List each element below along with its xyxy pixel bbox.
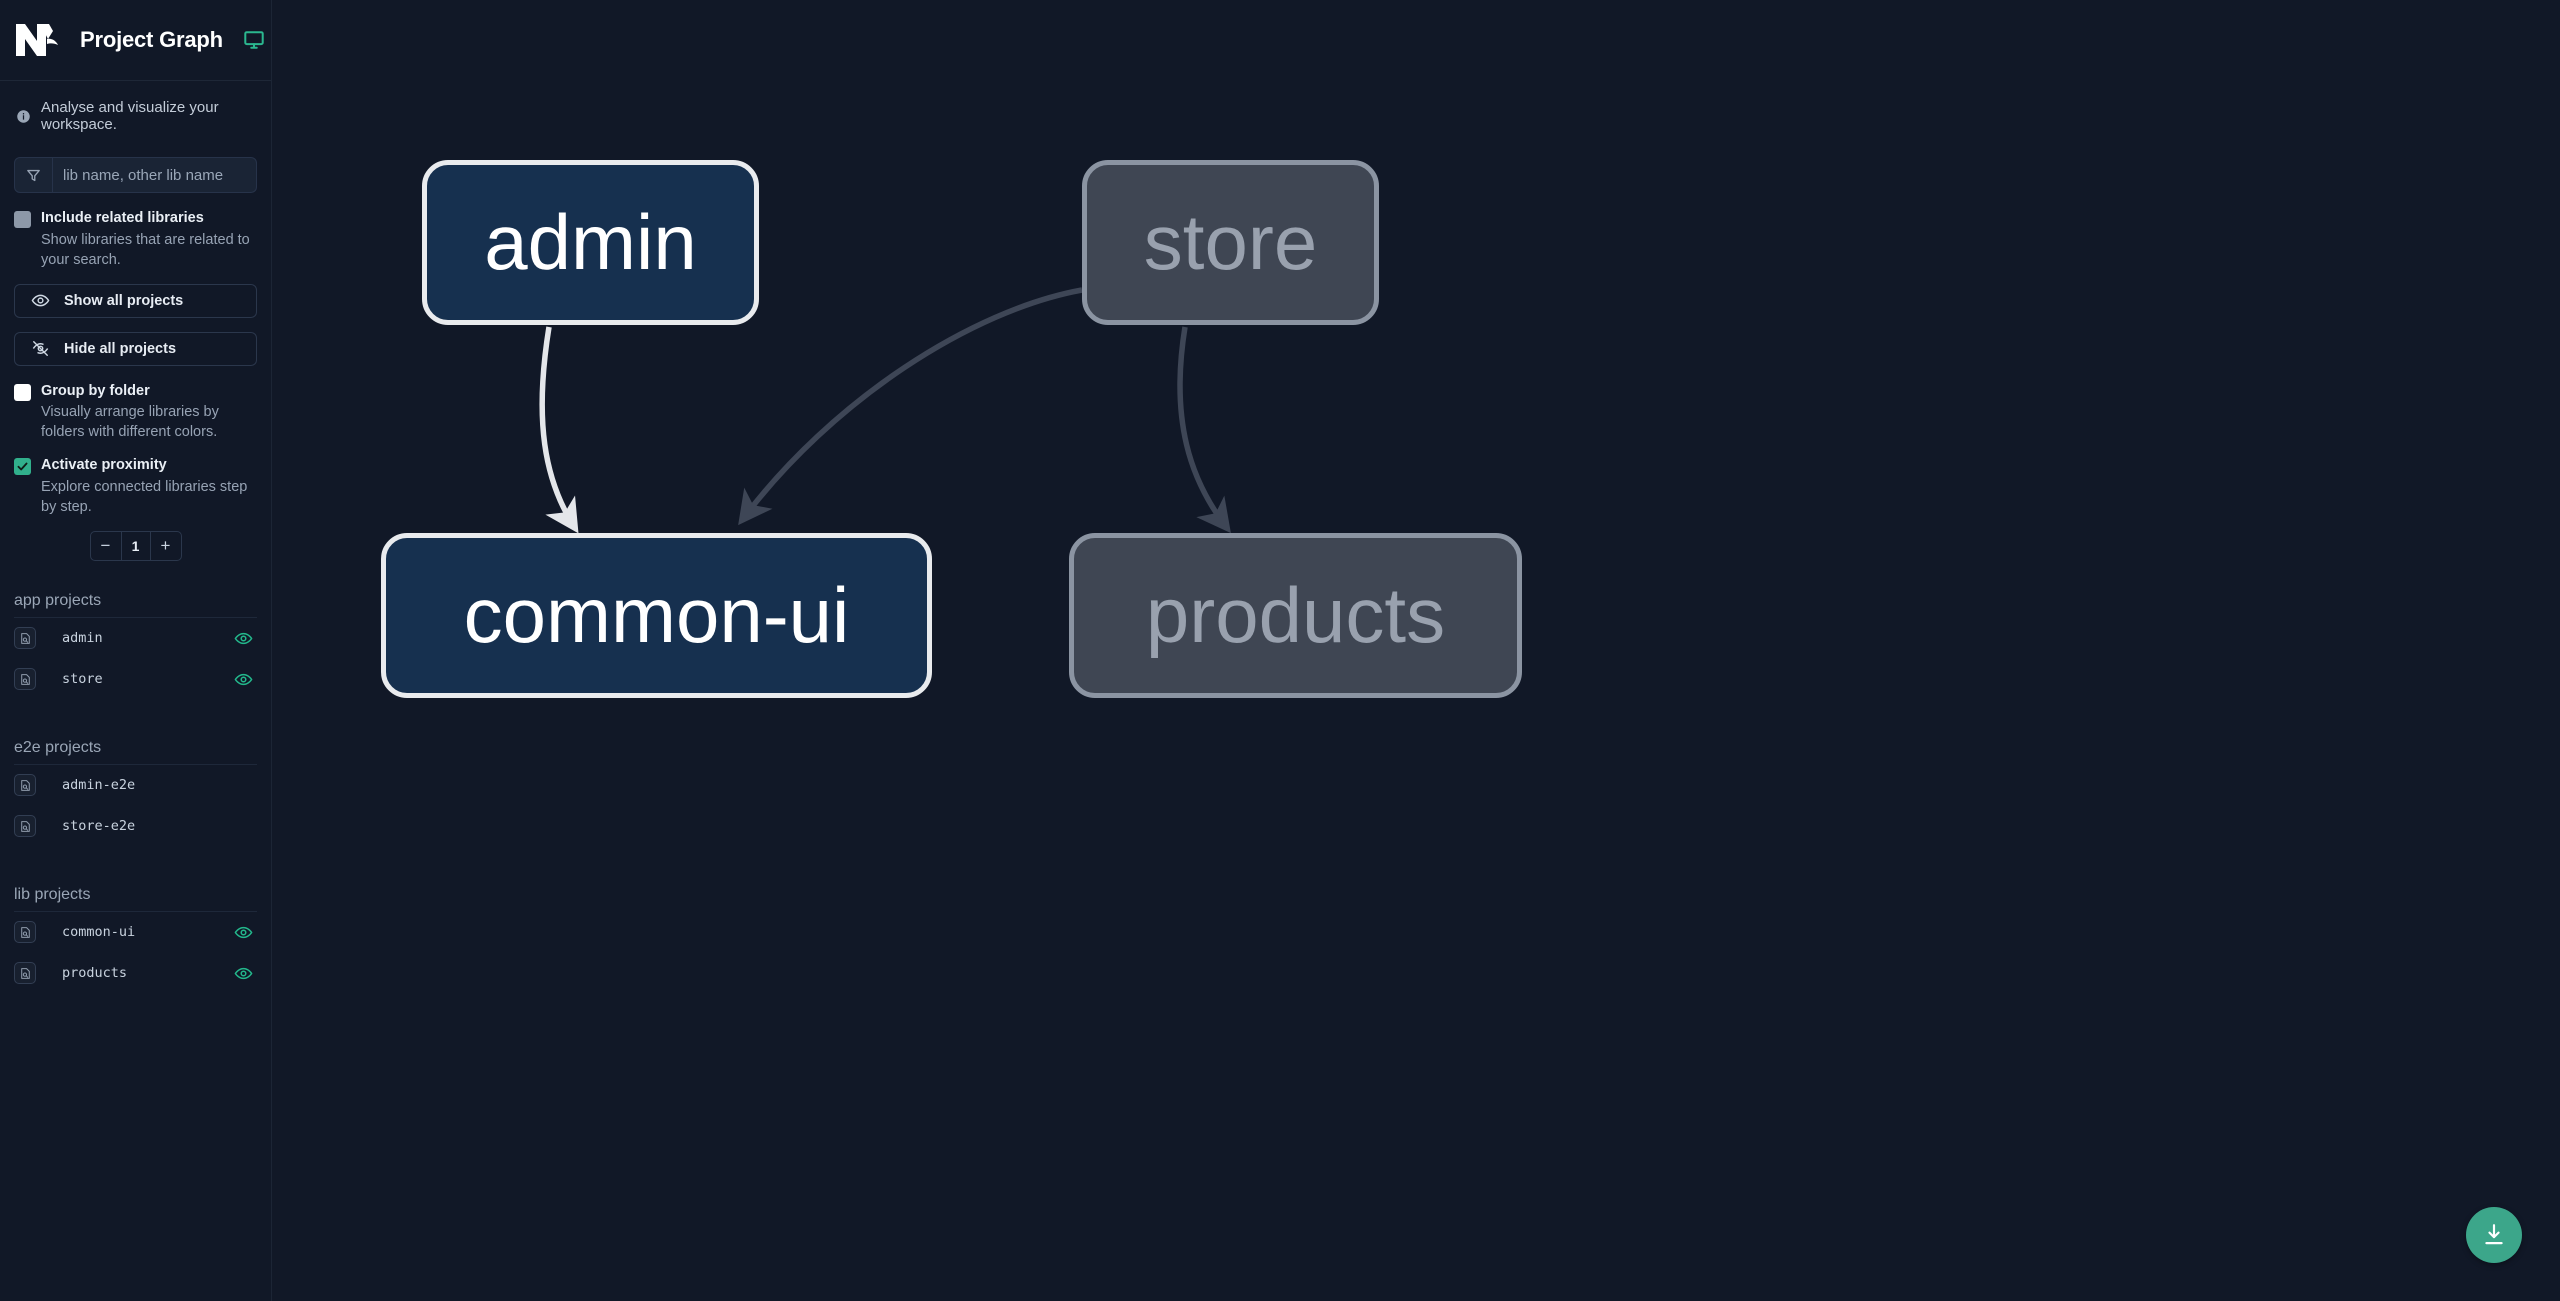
project-visible-eye-icon[interactable] [234,923,253,942]
search-input[interactable] [53,158,256,192]
project-row-store-e2e[interactable]: store-e2e [14,806,257,847]
show-all-projects-button[interactable]: Show all projects [14,283,257,318]
project-name: store-e2e [62,818,136,835]
graph-node-label: products [1145,571,1446,659]
info-icon [17,109,30,123]
project-row-products[interactable]: products [14,953,257,994]
graph-node-label: store [1143,198,1318,286]
option-activate-proximity[interactable]: Activate proximity Explore connected lib… [0,442,271,517]
project-visible-eye-icon[interactable] [234,670,253,689]
download-graph-button[interactable] [2466,1207,2522,1263]
filter-funnel-icon [27,169,40,181]
project-group-heading-e2e: e2e projects [14,730,257,765]
edge-store-to-products [1177,326,1231,534]
activate-proximity-desc: Explore connected libraries step by step… [41,478,248,515]
project-name: admin [62,630,103,647]
include-related-desc: Show libraries that are related to your … [41,231,250,268]
graph-node-box: products [1069,533,1522,698]
graph-node-box: admin [422,160,759,325]
project-row-admin[interactable]: admin [14,618,257,659]
project-row-admin-e2e[interactable]: admin-e2e [14,765,257,806]
project-type-icon [14,962,36,985]
project-group-heading-lib: lib projects [14,877,257,912]
group-by-folder-label: Group by folder [41,382,150,399]
nx-logo [16,24,58,56]
show-all-projects-label: Show all projects [64,292,184,309]
graph-node-label: admin [484,198,697,286]
filter-funnel-icon-box [15,158,53,192]
hide-all-projects-button[interactable]: Hide all projects [14,331,257,366]
group-by-folder-checkbox[interactable] [14,383,31,401]
check-icon [17,462,28,471]
proximity-value: 1 [131,537,140,554]
search-field[interactable] [14,157,257,193]
graph-edges [539,287,1231,534]
eye-off-icon [32,341,49,357]
page-title: Project Graph [80,27,223,52]
include-related-label: Include related libraries [41,210,204,226]
graph-node-box: common-ui [381,533,932,698]
download-icon [2485,1224,2503,1245]
project-type-icon [14,815,36,838]
hide-all-projects-label: Hide all projects [64,340,177,357]
project-groups: app projects admin store e2e projects admin-… [0,583,271,994]
group-by-folder-desc: Visually arrange libraries by folders wi… [41,404,219,441]
project-row-store[interactable]: store [14,659,257,700]
graph-node-label: common-ui [463,571,850,659]
project-group-heading-app: app projects [14,583,257,618]
project-visible-eye-icon[interactable] [234,964,253,983]
project-type-icon [14,774,36,797]
eye-icon [31,294,50,307]
include-related-checkbox[interactable] [14,211,31,228]
project-visible-eye-icon[interactable] [234,629,253,648]
project-type-icon [14,921,36,944]
edge-store-to-common-ui [738,287,1083,526]
option-include-related-libraries[interactable]: Include related libraries Show libraries… [0,193,271,270]
project-row-common-ui[interactable]: common-ui [14,912,257,953]
activate-proximity-checkbox[interactable] [14,458,31,476]
graph-node-admin[interactable]: admin [422,160,759,325]
graph-node-common-ui[interactable]: common-ui [381,533,932,698]
graph-node-products[interactable]: products [1069,533,1522,698]
option-group-by-folder[interactable]: Group by folder Visually arrange librari… [0,366,271,443]
project-type-icon [14,668,36,691]
proximity-decrement-button[interactable]: − [91,531,122,560]
graph-canvas[interactable]: admin store common-ui products [272,0,2560,1301]
graph-node-box: store [1082,160,1379,325]
tagline: Analyse and visualize your workspace. [0,81,271,145]
monitor-icon[interactable] [243,29,265,51]
sidebar: Project Graph Analyse and visualize your… [0,0,272,1301]
graph-node-store[interactable]: store [1082,160,1379,325]
project-name: common-ui [62,924,136,941]
project-name: products [62,965,128,982]
proximity-increment-button[interactable]: + [149,531,181,560]
proximity-stepper[interactable]: − 1 + [89,530,182,561]
project-name: store [62,671,103,688]
project-type-icon [14,627,36,650]
project-name: admin-e2e [62,777,136,794]
tagline-text: Analyse and visualize your workspace. [41,99,219,133]
edge-admin-to-common-ui [539,326,579,534]
sidebar-header: Project Graph [0,0,271,81]
activate-proximity-label: Activate proximity [41,457,167,474]
